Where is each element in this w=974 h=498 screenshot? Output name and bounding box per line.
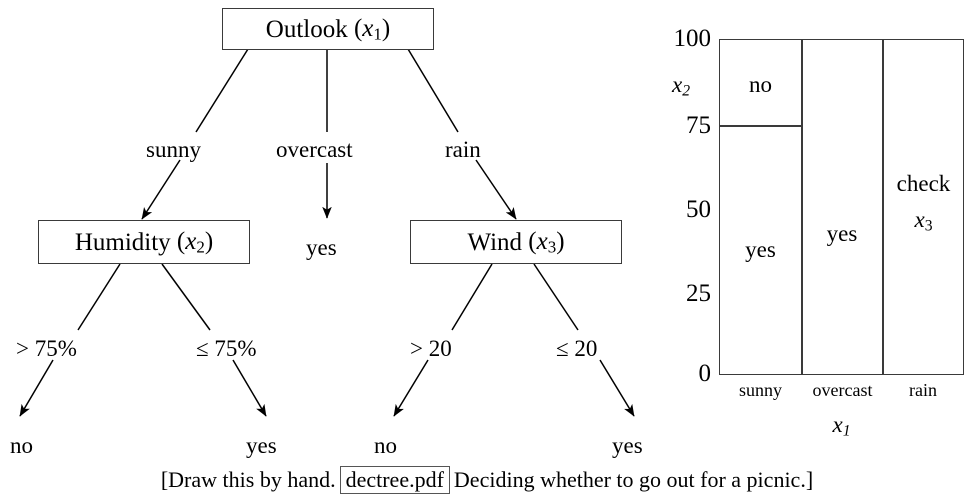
plot-region-sunny-yes: yes [745, 237, 776, 262]
edge-label-sunny: sunny [146, 137, 201, 162]
x-axis-label: x1 [832, 412, 851, 440]
tree-leaf-yes-1: yes [246, 433, 277, 458]
tree-leaf-no-2: no [374, 433, 397, 458]
caption-prefix: [Draw this by hand. [160, 467, 336, 492]
y-axis-label: x2 [672, 72, 691, 100]
caption-file-box: dectree.pdf [339, 466, 450, 494]
x-tick-sunny: sunny [738, 380, 782, 400]
y-tick-100: 100 [673, 25, 712, 52]
plot-divider-sunny-75 [719, 125, 802, 127]
tree-node-outlook-label: Outlook [265, 15, 348, 43]
plot-region-sunny-no: no [749, 72, 772, 97]
edge-label-humidity-le75: ≤ 75% [196, 336, 257, 361]
plot-divider-sunny-overcast [801, 39, 803, 375]
y-tick-50: 50 [686, 196, 711, 223]
tree-node-humidity[interactable]: Humidity (x2) [38, 220, 250, 264]
edge-label-wind-gt20: > 20 [410, 336, 452, 361]
y-tick-75: 75 [686, 112, 711, 139]
tree-leaf-overcast-yes: yes [306, 235, 337, 260]
y-tick-0: 0 [698, 360, 712, 387]
x-tick-overcast: overcast [812, 380, 873, 400]
edge-label-rain: rain [445, 137, 481, 162]
tree-node-wind-label: Wind [467, 228, 523, 256]
plot-divider-overcast-rain [882, 39, 884, 375]
plot-region-rain-check: check [896, 171, 951, 196]
edge-label-wind-le20: ≤ 20 [556, 336, 598, 361]
plot-region-overcast-yes: yes [826, 221, 858, 246]
tree-leaf-yes-2: yes [612, 433, 643, 458]
partition-plot [719, 39, 964, 375]
y-tick-25: 25 [686, 280, 711, 307]
caption-suffix: Deciding whether to go out for a picnic.… [453, 467, 814, 492]
tree-node-humidity-var: (x2) [170, 227, 214, 257]
plot-region-rain-check-var: x3 [914, 207, 933, 235]
tree-node-outlook[interactable]: Outlook (x1) [222, 8, 434, 50]
tree-node-outlook-var: (x1) [347, 14, 391, 44]
edge-label-humidity-gt75: > 75% [16, 336, 77, 361]
tree-node-humidity-label: Humidity [74, 228, 171, 256]
tree-leaf-no-1: no [10, 433, 33, 458]
x-tick-rain: rain [909, 380, 937, 400]
tree-node-wind[interactable]: Wind (x3) [410, 220, 622, 264]
edge-label-overcast: overcast [276, 137, 353, 162]
tree-node-wind-var: (x3) [522, 227, 565, 257]
